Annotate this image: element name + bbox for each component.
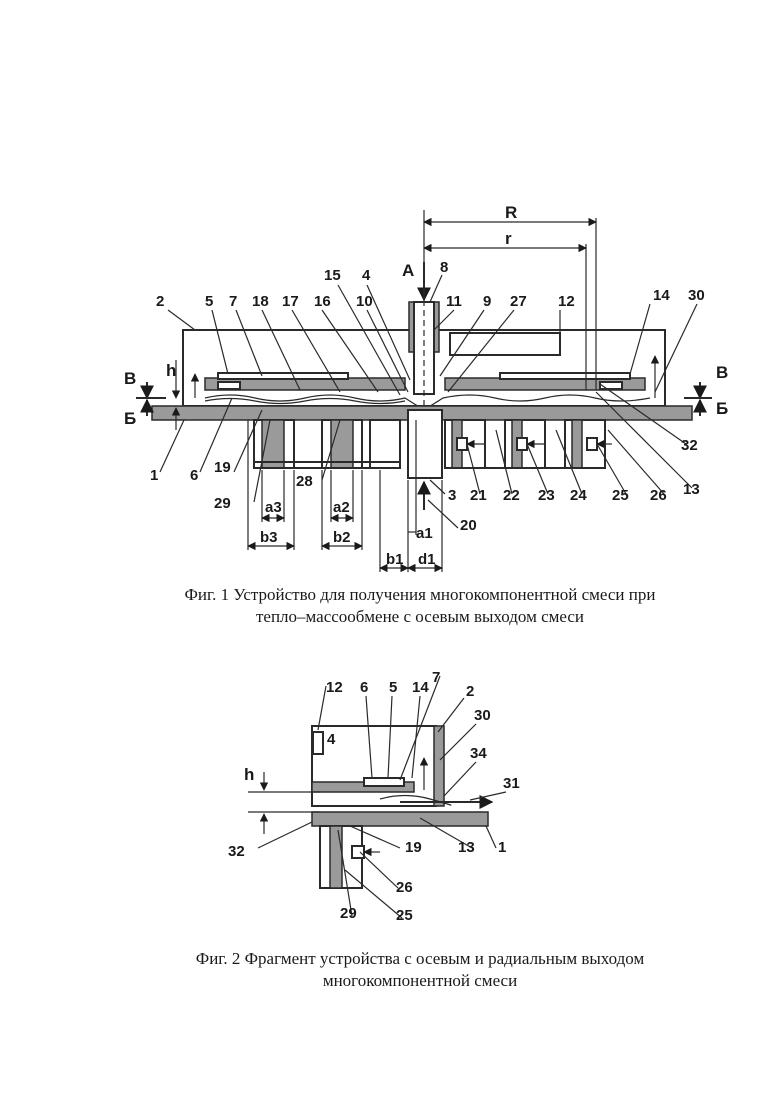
callout-8: 8 — [440, 259, 448, 276]
callout-12: 12 — [558, 293, 575, 310]
fig2-dim-label-h: h — [244, 765, 254, 784]
callout-24: 24 — [570, 487, 587, 504]
callout-28: 28 — [296, 473, 313, 490]
callout-2: 2 — [156, 293, 164, 310]
right-chambers — [445, 420, 612, 468]
callout-32: 32 — [681, 437, 698, 454]
callout-13: 13 — [683, 481, 700, 498]
figure-1: 2 5 7 18 17 16 15 4 10 8 11 9 27 12 14 3… — [124, 203, 728, 626]
fig2-callout-19: 19 — [405, 839, 422, 856]
fig2-callout-4: 4 — [327, 731, 336, 748]
figure1-caption-line1: Фиг. 1 Устройство для получения многоком… — [185, 585, 656, 604]
callout-15: 15 — [324, 267, 341, 284]
callout-4: 4 — [362, 267, 371, 284]
callout-10: 10 — [356, 293, 373, 310]
figure-2: 7 12 6 5 14 2 30 4 34 31 32 19 13 1 26 2… — [196, 669, 645, 990]
fig2-callout-34: 34 — [470, 745, 487, 762]
dim-label-a1: a1 — [416, 525, 433, 542]
fig2-callout-5: 5 — [389, 679, 397, 696]
left-rings — [218, 373, 348, 379]
dim-label-b1: b1 — [386, 551, 404, 568]
callout-30: 30 — [688, 287, 705, 304]
fig2-housing-wall — [434, 726, 444, 806]
callout-11: 11 — [446, 293, 462, 310]
fig2-callout-31: 31 — [503, 775, 520, 792]
fig2-base-plate — [312, 812, 488, 826]
dim-label-a3: a3 — [265, 499, 282, 516]
label-a: А — [402, 261, 414, 280]
callout-5: 5 — [205, 293, 213, 310]
fig2-callout-13: 13 — [458, 839, 475, 856]
callout-14: 14 — [653, 287, 670, 304]
label-v-right: В — [716, 363, 728, 382]
dim-label-R: R — [505, 203, 517, 222]
left-chambers — [254, 420, 400, 468]
callout-26: 26 — [650, 487, 667, 504]
fig2-callout-30: 30 — [474, 707, 491, 724]
fig2-chamber-wall — [330, 826, 342, 888]
fig2-callout-29: 29 — [340, 905, 357, 922]
figure1-caption-line2: тепло–массообмене с осевым выходом смеси — [256, 607, 584, 626]
label-v-left: В — [124, 369, 136, 388]
fig2-callout-1: 1 — [498, 839, 506, 856]
callout-9: 9 — [483, 293, 491, 310]
fig2-inlet — [352, 846, 364, 858]
callout-19: 19 — [214, 459, 231, 476]
dim-label-b3: b3 — [260, 529, 278, 546]
fig2-callout-26: 26 — [396, 879, 413, 896]
fig2-callout-25: 25 — [396, 907, 413, 924]
callout-6: 6 — [190, 467, 198, 484]
dim-label-d1: d1 — [418, 551, 436, 568]
callout-17: 17 — [282, 293, 299, 310]
fig2-callout-32: 32 — [228, 843, 245, 860]
outlet-tube — [408, 410, 442, 478]
callout-27: 27 — [510, 293, 527, 310]
label-b-left: Б — [124, 409, 136, 428]
figure2-caption-line2: многокомпонентной смеси — [323, 971, 517, 990]
label-b-right: Б — [716, 399, 728, 418]
callout-18: 18 — [252, 293, 269, 310]
callout-20: 20 — [460, 517, 477, 534]
callout-16: 16 — [314, 293, 331, 310]
fig2-heater — [313, 732, 323, 754]
callout-23: 23 — [538, 487, 555, 504]
fig2-callout-14: 14 — [412, 679, 429, 696]
callout-1: 1 — [150, 467, 158, 484]
figure2-caption-line1: Фиг. 2 Фрагмент устройства с осевым и ра… — [196, 949, 645, 968]
dim-label-h: h — [166, 361, 176, 380]
callout-21: 21 — [470, 487, 487, 504]
fig2-seal — [364, 778, 404, 786]
fig2-callout-2: 2 — [466, 683, 474, 700]
right-seal — [600, 382, 622, 389]
callout-7: 7 — [229, 293, 237, 310]
dim-label-b2: b2 — [333, 529, 351, 546]
right-rings — [500, 373, 630, 379]
callout-3: 3 — [448, 487, 456, 504]
fig2-callout-7: 7 — [432, 669, 440, 686]
fig2-callout-6: 6 — [360, 679, 368, 696]
callout-29: 29 — [214, 495, 231, 512]
left-seal — [218, 382, 240, 389]
dim-label-r: r — [505, 229, 512, 248]
callout-22: 22 — [503, 487, 520, 504]
fig2-callout-12: 12 — [326, 679, 343, 696]
callout-25: 25 — [612, 487, 629, 504]
dim-label-a2: a2 — [333, 499, 350, 516]
